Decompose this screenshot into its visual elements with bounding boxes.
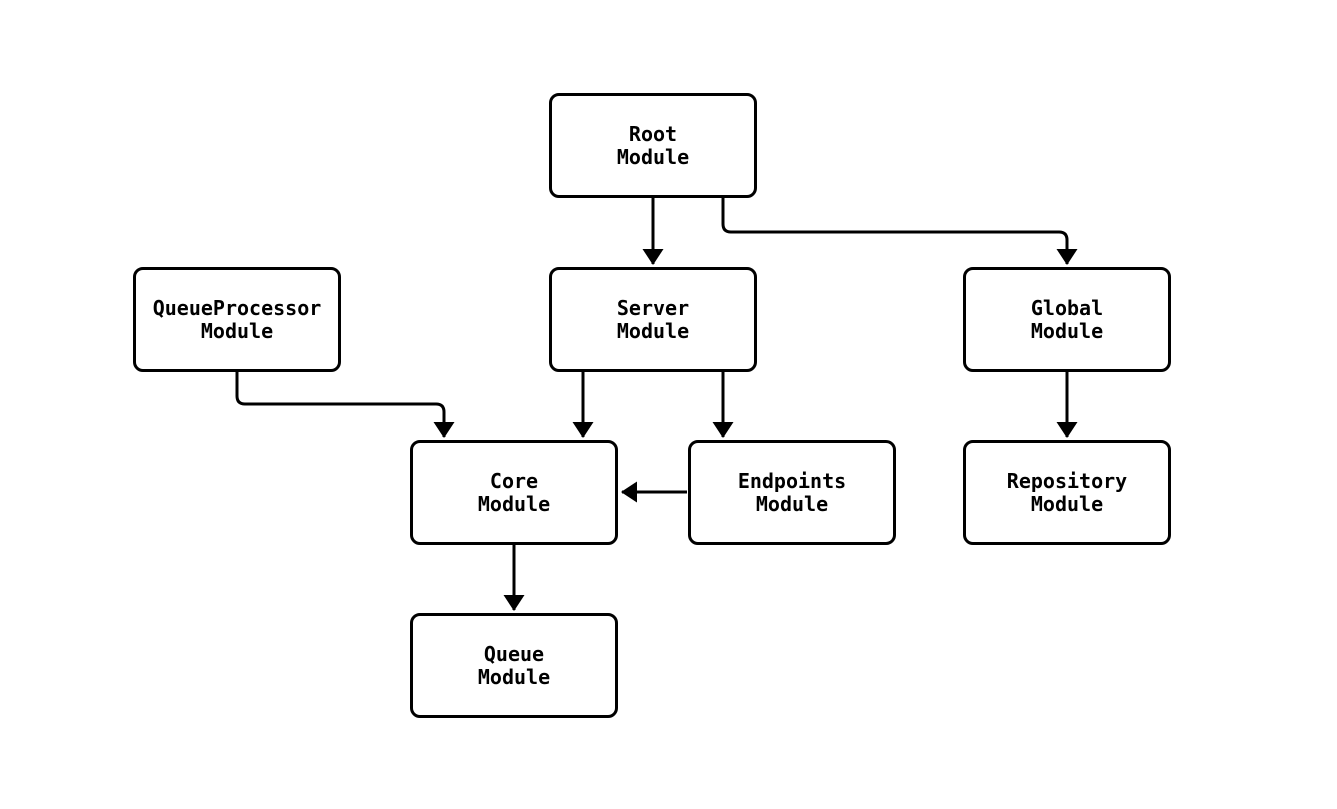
- node-label: Endpoints Module: [737, 468, 847, 516]
- edge-root-to-global: [721, 198, 1078, 265]
- edge-queueprocessor-to-core: [235, 372, 455, 438]
- node-label: Server Module: [616, 295, 690, 343]
- node-global-module: Global Module: [963, 267, 1171, 372]
- node-label: Queue Module: [477, 641, 551, 689]
- node-label: Global Module: [1030, 295, 1104, 343]
- node-server-module: Server Module: [549, 267, 757, 372]
- node-label: Root Module: [616, 121, 690, 169]
- node-repository-module: Repository Module: [963, 440, 1171, 545]
- node-root-module: Root Module: [549, 93, 757, 198]
- node-endpoints-module: Endpoints Module: [688, 440, 896, 545]
- node-queue-module: Queue Module: [410, 613, 618, 718]
- node-label: Core Module: [477, 468, 551, 516]
- node-label: QueueProcessor Module: [152, 295, 322, 343]
- node-queueprocessor-module: QueueProcessor Module: [133, 267, 341, 372]
- node-label: Repository Module: [1006, 468, 1128, 516]
- node-core-module: Core Module: [410, 440, 618, 545]
